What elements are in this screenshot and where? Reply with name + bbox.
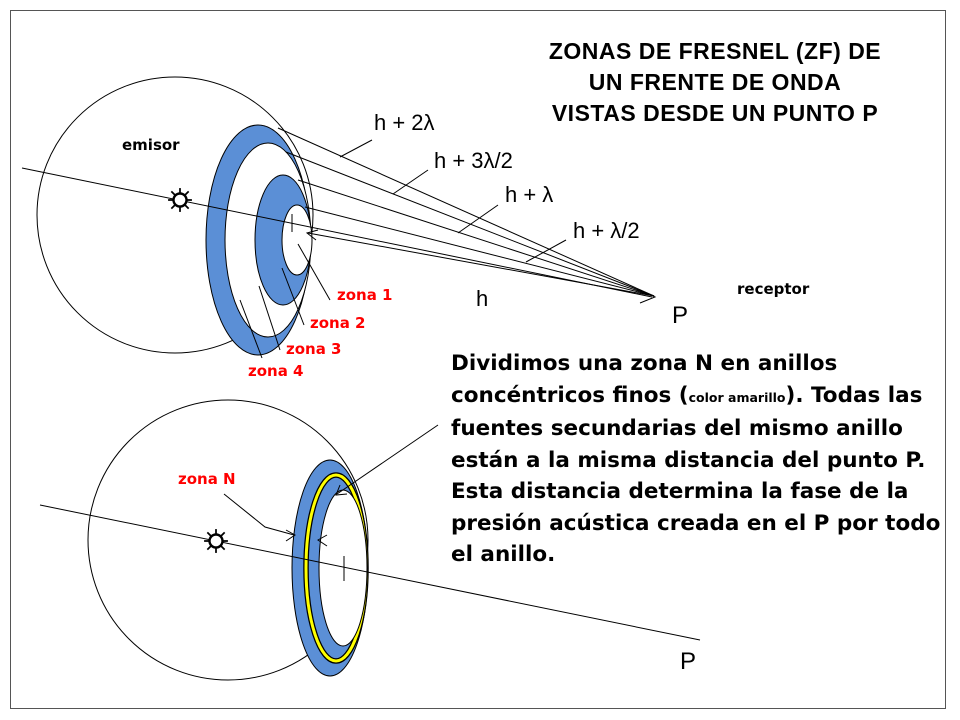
zone-3-label: zona 3 [286,340,342,358]
leader-zone-1 [297,243,331,301]
path-label-h: h [476,286,489,311]
paragraph-color-note: color amarillo [688,389,786,405]
paragraph-part-1: Dividimos una zona N en anillos concéntr… [451,351,838,408]
title-line-2: UN FRENTE DE ONDA [588,69,842,95]
path-label-h-one: h + λ [505,182,554,207]
title-line-3: VISTAS DESDE UN PUNTO P [551,100,879,126]
path-h-half [304,206,655,297]
leader-zone-3 [258,285,281,351]
path-h-one [297,179,655,297]
sun-icon [167,187,193,213]
leader-zone-n-arrow [285,529,296,542]
title-line-1: ZONAS DE FRESNEL (ZF) DE [548,38,882,64]
axis-line-top [21,167,653,298]
zone-n-label: zona N [178,470,236,488]
leader-h-two [339,139,373,158]
wavefront-sphere-top [36,76,314,354]
leader-h-one [457,204,499,234]
pointer-arrowhead [335,484,348,496]
path-label-h-half: h + λ/2 [573,218,640,243]
path-h [307,232,655,297]
leader-h-half [525,239,567,263]
point-p-top: P [672,302,689,329]
arrow-inner-ring [317,534,328,547]
paragraph-part-2: ). Todas las fuentes secundarias del mis… [451,382,941,568]
zone-2-label: zona 2 [310,314,366,332]
axis-line-bottom [39,504,701,641]
wavefront-sphere-bottom [87,399,369,681]
receiver-label: receptor [737,280,810,298]
path-h-two [277,127,655,297]
diagram-title: ZONAS DE FRESNEL (ZF) DE UN FRENTE DE ON… [490,36,940,129]
emitter-label: emisor [122,136,180,154]
zone-1-label: zona 1 [337,286,393,304]
point-p-bottom: P [680,648,697,675]
leader-zone-4 [239,299,263,359]
path-label-h-three-half: h + 3λ/2 [434,148,513,173]
leader-zone-n [223,493,295,536]
pointer-to-yellow-ring [336,424,439,495]
path-label-h-two: h + 2λ [374,110,435,135]
slide-frame [10,10,946,709]
fresnel-zone-1-disc [281,204,313,276]
explanation-paragraph: Dividimos una zona N en anillos concéntr… [451,348,941,571]
leader-zone-2 [281,267,305,326]
path-h-arrowhead [305,229,319,241]
leader-h-three-half [392,169,429,195]
sun-icon [203,528,229,554]
zone-4-label: zona 4 [248,362,304,380]
zone-n-inner [318,489,368,647]
